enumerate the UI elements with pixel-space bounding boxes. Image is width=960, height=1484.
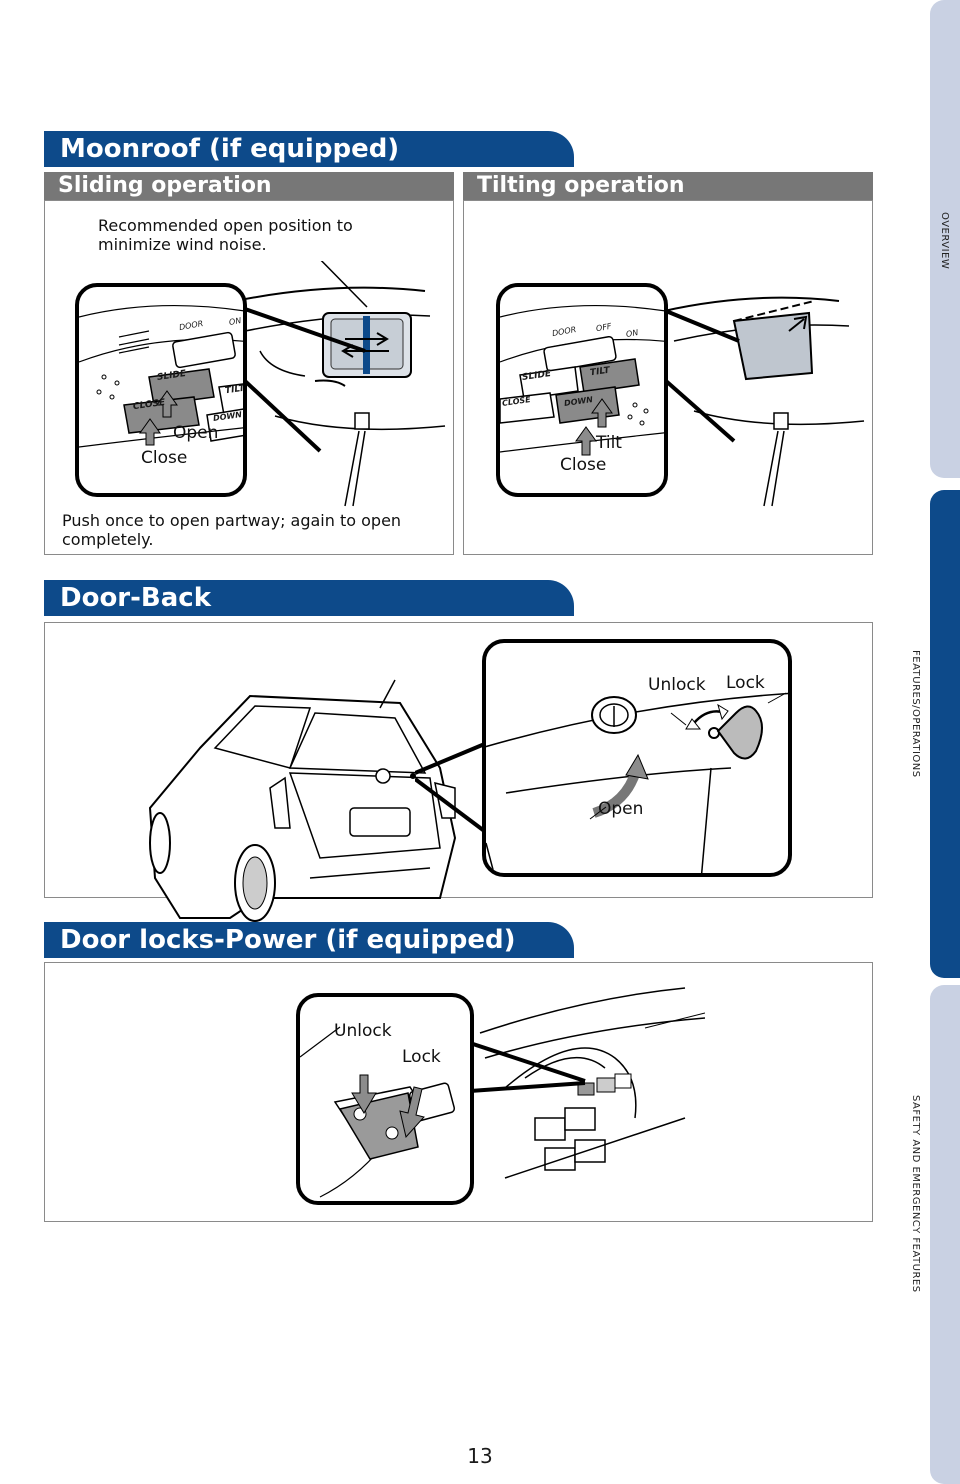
sliding-switch-inset: SLIDE CLOSE TILT DOWN DOOR ON Open Close [75,283,247,497]
tilting-switch-inset: SLIDE CLOSE TILT DOWN DOOR OFF ON Tilt C… [496,283,668,497]
door-locks-unlock-label: Unlock [334,1021,392,1041]
tilting-operation-panel: SLIDE CLOSE TILT DOWN DOOR OFF ON Tilt C… [463,200,873,555]
door-locks-lock-label: Lock [402,1047,441,1067]
door-back-unlock-label: Unlock [648,675,706,695]
door-back-section-title: Door-Back [44,580,574,616]
door-back-callout-lines [415,741,489,835]
door-back-lock-label: Lock [726,673,765,693]
tilt-inset-callout-lines [664,309,740,443]
door-lock-switch-inset: Unlock Lock [296,993,474,1205]
door-locks-section-title: Door locks-Power (if equipped) [44,922,574,958]
sliding-operation-panel: Recommended open position to minimize wi… [44,200,454,555]
tab-overview-label: OVERVIEW [939,212,950,270]
door-back-key-inset: Unlock Lock Open [482,639,792,877]
tab-safety[interactable] [930,985,960,1484]
open-label: Open [173,423,219,443]
door-locks-callout-lines [470,1041,586,1093]
recommended-position-note: Recommended open position to minimize wi… [98,216,353,254]
door-locks-panel: Unlock Lock [44,962,873,1222]
page-number: 13 [467,1444,493,1468]
moonroof-tilt-illustration [663,296,865,507]
tab-features-operations[interactable] [930,490,960,978]
door-back-panel: Unlock Lock Open [44,622,873,922]
tilt-label: Tilt [596,433,622,453]
door-trim-illustration [479,987,705,1179]
tilt-close-label: Close [560,455,607,475]
tab-overview[interactable]: OVERVIEW [930,0,960,478]
tab-features-operations-label: FEATURES/OPERATIONS [910,650,921,778]
push-once-note: Push once to open partway; again to open… [62,511,402,549]
sliding-operation-header: Sliding operation [44,172,454,200]
car-rear-illustration [148,679,457,922]
tab-safety-label: SAFETY AND EMERGENCY FEATURES [910,1095,921,1293]
inset-callout-lines [243,307,366,453]
door-back-open-label: Open [598,799,644,819]
close-label: Close [141,448,188,468]
tilting-operation-header: Tilting operation [463,172,873,200]
moonroof-interior-illustration [234,261,446,507]
moonroof-section-title: Moonroof (if equipped) [44,131,574,167]
